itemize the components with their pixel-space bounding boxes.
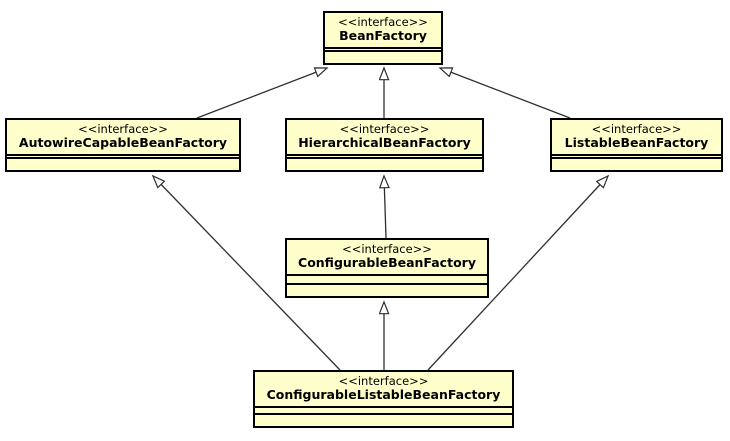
operations-compartment: [552, 159, 721, 170]
class-name: ListableBeanFactory: [564, 134, 709, 150]
class-name: ConfigurableListableBeanFactory: [266, 386, 501, 402]
class-box-listable-bean-factory[interactable]: <<interface>> ListableBeanFactory: [550, 118, 723, 172]
stereotype-label: <<interface>>: [338, 15, 428, 29]
operations-compartment: [325, 52, 441, 63]
generalization-edges: [153, 68, 608, 371]
attributes-compartment: [255, 408, 512, 415]
class-name: HierarchicalBeanFactory: [298, 134, 471, 150]
attributes-compartment: [325, 49, 441, 52]
operations-compartment: [287, 159, 482, 170]
operations-compartment: [255, 415, 512, 426]
stereotype-label: <<interface>>: [342, 242, 432, 256]
class-name: AutowireCapableBeanFactory: [18, 134, 228, 150]
class-header: <<interface>> HierarchicalBeanFactory: [287, 120, 482, 156]
stereotype-label: <<interface>>: [78, 122, 168, 136]
class-header: <<interface>> ConfigurableBeanFactory: [287, 240, 487, 276]
stereotype-label: <<interface>>: [339, 122, 430, 136]
attributes-compartment: [287, 276, 487, 285]
class-box-bean-factory[interactable]: <<interface>> BeanFactory: [323, 11, 443, 65]
operations-compartment: [287, 285, 487, 296]
class-box-configurable-listable-bean-factory[interactable]: <<interface>> ConfigurableListableBeanFa…: [253, 370, 514, 428]
generalization-arrow: [384, 176, 386, 239]
attributes-compartment: [7, 156, 239, 159]
attributes-compartment: [287, 156, 482, 159]
generalization-arrow: [440, 68, 571, 119]
stereotype-label: <<interface>>: [591, 122, 682, 136]
class-header: <<interface>> BeanFactory: [325, 13, 441, 49]
class-name: ConfigurableBeanFactory: [298, 254, 476, 270]
class-box-autowire-capable-bean-factory[interactable]: <<interface>> AutowireCapableBeanFactory: [5, 118, 241, 172]
generalization-arrow: [196, 68, 327, 119]
class-header: <<interface>> AutowireCapableBeanFactory: [7, 120, 239, 156]
attributes-compartment: [552, 156, 721, 159]
class-header: <<interface>> ListableBeanFactory: [552, 120, 721, 156]
stereotype-label: <<interface>>: [338, 374, 429, 388]
class-name: BeanFactory: [339, 27, 427, 43]
class-box-configurable-bean-factory[interactable]: <<interface>> ConfigurableBeanFactory: [285, 238, 489, 298]
class-box-hierarchical-bean-factory[interactable]: <<interface>> HierarchicalBeanFactory: [285, 118, 484, 172]
operations-compartment: [7, 159, 239, 170]
class-header: <<interface>> ConfigurableListableBeanFa…: [255, 372, 512, 408]
